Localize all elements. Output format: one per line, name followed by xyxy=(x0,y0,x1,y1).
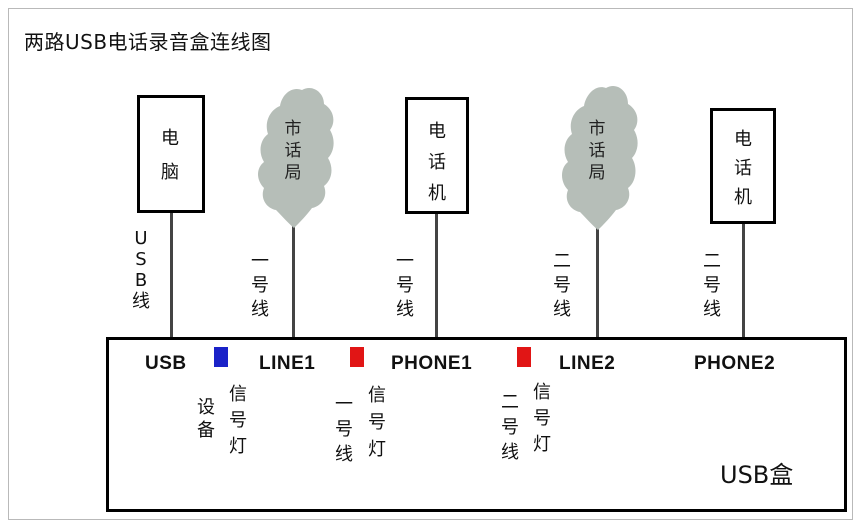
computer-label: 电脑 xyxy=(161,128,179,183)
line1-cable-label: 一号线 xyxy=(251,251,269,320)
line1-signal-led xyxy=(350,347,364,367)
line2-cable-label: 二号线 xyxy=(553,251,571,320)
line2-led-caption-col2: 信号灯 xyxy=(533,382,551,455)
device-led-caption-col2: 信号灯 xyxy=(229,384,247,457)
exchange1-cloud xyxy=(258,87,334,228)
phone2-cable-line xyxy=(742,223,745,338)
line2-led-caption-col1: 二号线 xyxy=(501,392,519,463)
phone2-node xyxy=(710,108,776,224)
port-line1: LINE1 xyxy=(259,353,316,374)
diagram-frame xyxy=(8,8,853,520)
port-usb: USB xyxy=(145,353,187,374)
phone2-cable-label: 二号线 xyxy=(703,251,721,320)
port-phone2: PHONE2 xyxy=(694,353,776,374)
diagram-title: 两路USB电话录音盒连线图 xyxy=(24,30,272,54)
line2-signal-led xyxy=(517,347,531,367)
phone1-cable-label: 一号线 xyxy=(396,251,414,320)
line1-led-caption-col1: 一号线 xyxy=(335,394,353,465)
phone2-label: 电话机 xyxy=(734,129,752,208)
exchange2-label: 市话局 xyxy=(588,119,606,183)
phone1-label: 电话机 xyxy=(428,121,446,204)
computer-node xyxy=(137,95,205,213)
usb-box-label: USB盒 xyxy=(720,461,794,489)
usb-cable-line xyxy=(170,212,173,338)
line1-cable-line xyxy=(292,222,295,338)
line1-led-caption-col2: 信号灯 xyxy=(368,385,386,460)
line2-cable-line xyxy=(596,226,599,338)
exchange1-label: 市话局 xyxy=(284,119,302,183)
exchange2-cloud xyxy=(562,85,638,231)
phone1-cable-line xyxy=(435,212,438,338)
phone1-node xyxy=(405,97,469,214)
usb-box xyxy=(106,337,847,512)
port-phone1: PHONE1 xyxy=(391,353,473,374)
port-line2: LINE2 xyxy=(559,353,616,374)
device-led-caption-col1: 设备 xyxy=(197,397,215,441)
device-signal-led xyxy=(214,347,228,367)
